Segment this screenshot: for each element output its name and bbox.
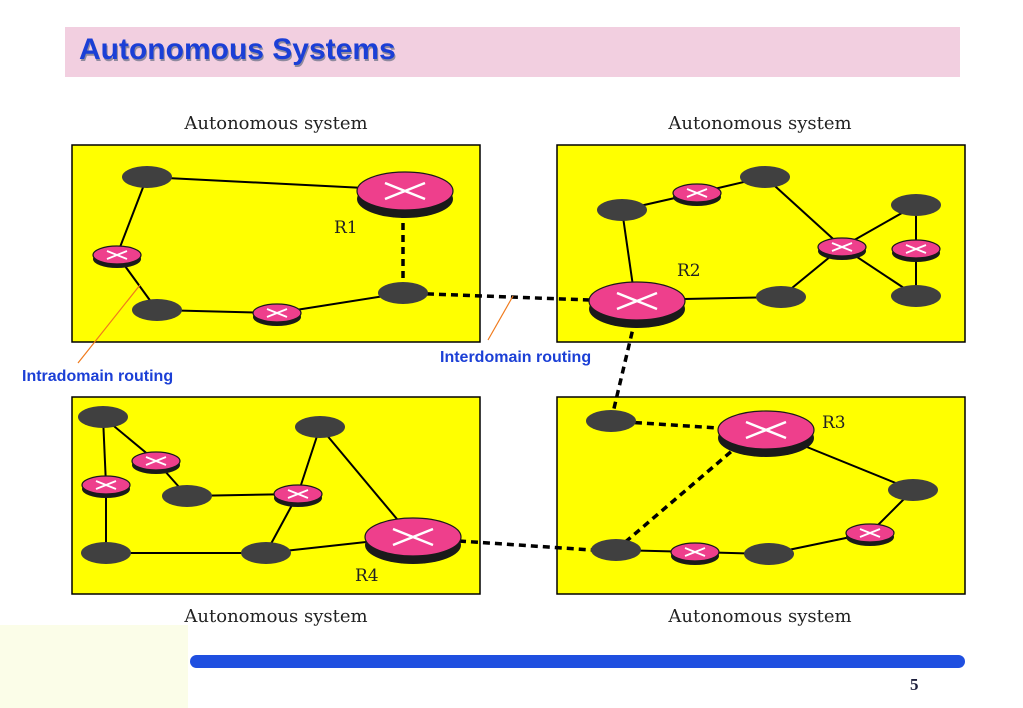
router-r4 bbox=[363, 516, 463, 566]
intradomain-pointer bbox=[77, 284, 141, 364]
router-r2 bbox=[587, 280, 687, 330]
corner-decoration bbox=[0, 625, 188, 708]
callout-intradomain: Intradomain routing bbox=[22, 368, 173, 385]
router-label-r3: R3 bbox=[822, 413, 846, 433]
interdomain-pointer bbox=[487, 295, 514, 341]
as-label-bottom-right: Autonomous system bbox=[667, 606, 851, 627]
router-r1 bbox=[355, 170, 455, 220]
page-number: 5 bbox=[910, 675, 919, 694]
title-band: Autonomous Systems bbox=[65, 27, 960, 77]
router-label-r1: R1 bbox=[334, 218, 358, 238]
as-label-bottom-left: Autonomous system bbox=[183, 606, 367, 627]
callout-interdomain: Interdomain routing bbox=[440, 349, 591, 366]
router-label-r4: R4 bbox=[355, 566, 379, 586]
as-label-top-right: Autonomous system bbox=[667, 113, 851, 134]
router-r3 bbox=[716, 409, 816, 459]
router-label-r2: R2 bbox=[677, 261, 701, 281]
footer-bar bbox=[190, 655, 965, 668]
as-label-top-left: Autonomous system bbox=[183, 113, 367, 134]
slide-title: Autonomous Systems bbox=[79, 33, 396, 66]
